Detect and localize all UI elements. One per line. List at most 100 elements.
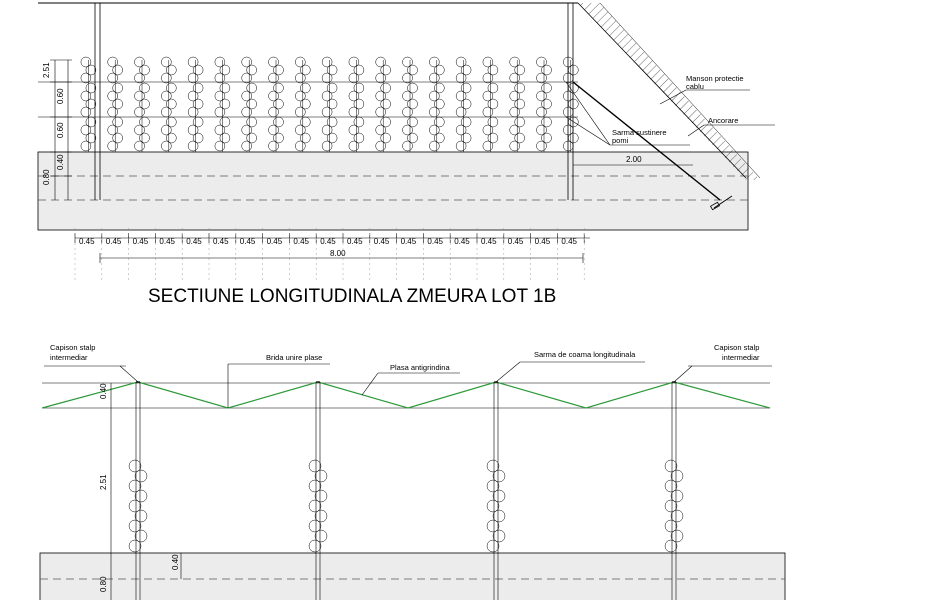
plant-foliage (308, 519, 322, 533)
plant-foliage (492, 489, 506, 503)
plant-column (321, 56, 338, 152)
dim-ground-depth-bottom: 0.80 (99, 576, 108, 592)
dim-spacing: 0.45 (133, 237, 149, 246)
plant-foliage (664, 499, 678, 513)
dim-spacing: 0.45 (535, 237, 551, 246)
label-wire-line1: Sarma sustinere (612, 128, 667, 137)
plant-column (241, 56, 257, 152)
dim-spacing: 0.45 (293, 237, 309, 246)
plant-foliage (308, 499, 322, 513)
plant-foliage (128, 499, 142, 513)
dim-spacing: 0.45 (186, 237, 202, 246)
dim-ground-depth: 0.80 (42, 169, 51, 185)
plant-foliage (134, 529, 148, 543)
dim-upper-gap: 0.60 (56, 88, 65, 104)
dim-bottom-gap: 0.40 (171, 554, 180, 570)
label-net: Plasa antigrindina (390, 363, 450, 372)
plant-foliage (486, 479, 500, 493)
dim-spacing: 0.45 (106, 237, 122, 246)
plant-foliage (486, 539, 500, 553)
plant-foliage (134, 469, 148, 483)
plant-row (80, 56, 579, 152)
plant-column (375, 56, 391, 152)
plant-column (134, 56, 150, 152)
anti-hail-net (41, 381, 771, 409)
intermediate-post (664, 381, 684, 600)
label-clamp: Brida unire plase (266, 353, 322, 362)
plant-foliage (128, 479, 142, 493)
plant-column (80, 56, 97, 152)
plant-column (161, 56, 177, 152)
plant-foliage (308, 479, 322, 493)
plant-column (509, 56, 525, 152)
plant-foliage (664, 519, 678, 533)
dim-spacing: 0.45 (320, 237, 336, 246)
dim-net-height: 0.40 (99, 383, 108, 399)
plant-foliage (314, 509, 328, 523)
dim-spacing: 0.45 (159, 237, 175, 246)
dim-lower-gap: 0.40 (56, 154, 65, 170)
plant-foliage (670, 469, 684, 483)
plant-foliage (134, 509, 148, 523)
plant-foliage (492, 469, 506, 483)
plant-foliage (670, 529, 684, 543)
dim-spacing: 0.45 (561, 237, 577, 246)
dim-total-length: 8.00 (330, 249, 346, 258)
drawing-title: SECTIUNE LONGITUDINALA ZMEURA LOT 1B (148, 286, 556, 307)
dim-spacing: 0.45 (213, 237, 229, 246)
plant-foliage (308, 459, 322, 473)
plant-foliage (492, 509, 506, 523)
dim-spacing: 0.45 (481, 237, 497, 246)
label-cap-left-line1: Capison stalp (50, 343, 95, 352)
plant-foliage (314, 489, 328, 503)
plant-column (214, 56, 231, 152)
plant-column (563, 56, 579, 152)
plant-column (295, 56, 311, 152)
dim-spacing: 0.45 (240, 237, 256, 246)
intermediate-post (128, 381, 148, 600)
ground-band-bottom (39, 552, 786, 600)
dim-spacing: 0.45 (427, 237, 443, 246)
label-cap-left-line2: intermediar (50, 353, 88, 362)
plant-column (455, 56, 472, 152)
dim-spacing: 0.45 (508, 237, 524, 246)
plant-foliage (664, 479, 678, 493)
plant-foliage (670, 489, 684, 503)
plant-foliage (128, 519, 142, 533)
dim-post-height: 2.51 (99, 474, 108, 490)
plant-foliage (308, 539, 322, 553)
plant-column (268, 56, 284, 152)
dim-spacing: 0.45 (79, 237, 95, 246)
dim-middle-gap: 0.60 (56, 122, 65, 138)
plant-foliage (128, 539, 142, 553)
anchor-cable (572, 81, 721, 201)
dim-spacing: 0.45 (454, 237, 470, 246)
plant-foliage (314, 529, 328, 543)
plant-column (348, 56, 365, 152)
plant-foliage (664, 459, 678, 473)
plant-foliage (314, 469, 328, 483)
plant-column (482, 56, 499, 152)
label-wire-line2: pomi (612, 136, 629, 145)
dim-total-height: 2.51 (42, 62, 51, 78)
plant-foliage (664, 539, 678, 553)
plant-foliage (670, 509, 684, 523)
plant-column (402, 56, 418, 152)
plant-foliage (486, 519, 500, 533)
plant-foliage (134, 489, 148, 503)
label-ridge-wire: Sarma de coama longitudinala (534, 350, 636, 359)
dim-spacing: 0.45 (267, 237, 283, 246)
dim-spacing: 0.45 (401, 237, 417, 246)
plant-column (536, 56, 552, 152)
plant-column (429, 56, 445, 152)
spacing-dimension-chain: 0.45 0.45 0.45 0.45 0.45 0.45 0.45 0.45 0.45 0.45… (74, 228, 585, 280)
plant-foliage (128, 459, 142, 473)
plant-foliage (492, 529, 506, 543)
intermediate-post (308, 381, 328, 600)
label-sleeve-line1: Manson protectie (686, 74, 744, 83)
dim-spacing: 0.45 (374, 237, 390, 246)
dim-spacing: 0.45 (347, 237, 363, 246)
dim-anchor-distance: 2.00 (626, 155, 642, 164)
